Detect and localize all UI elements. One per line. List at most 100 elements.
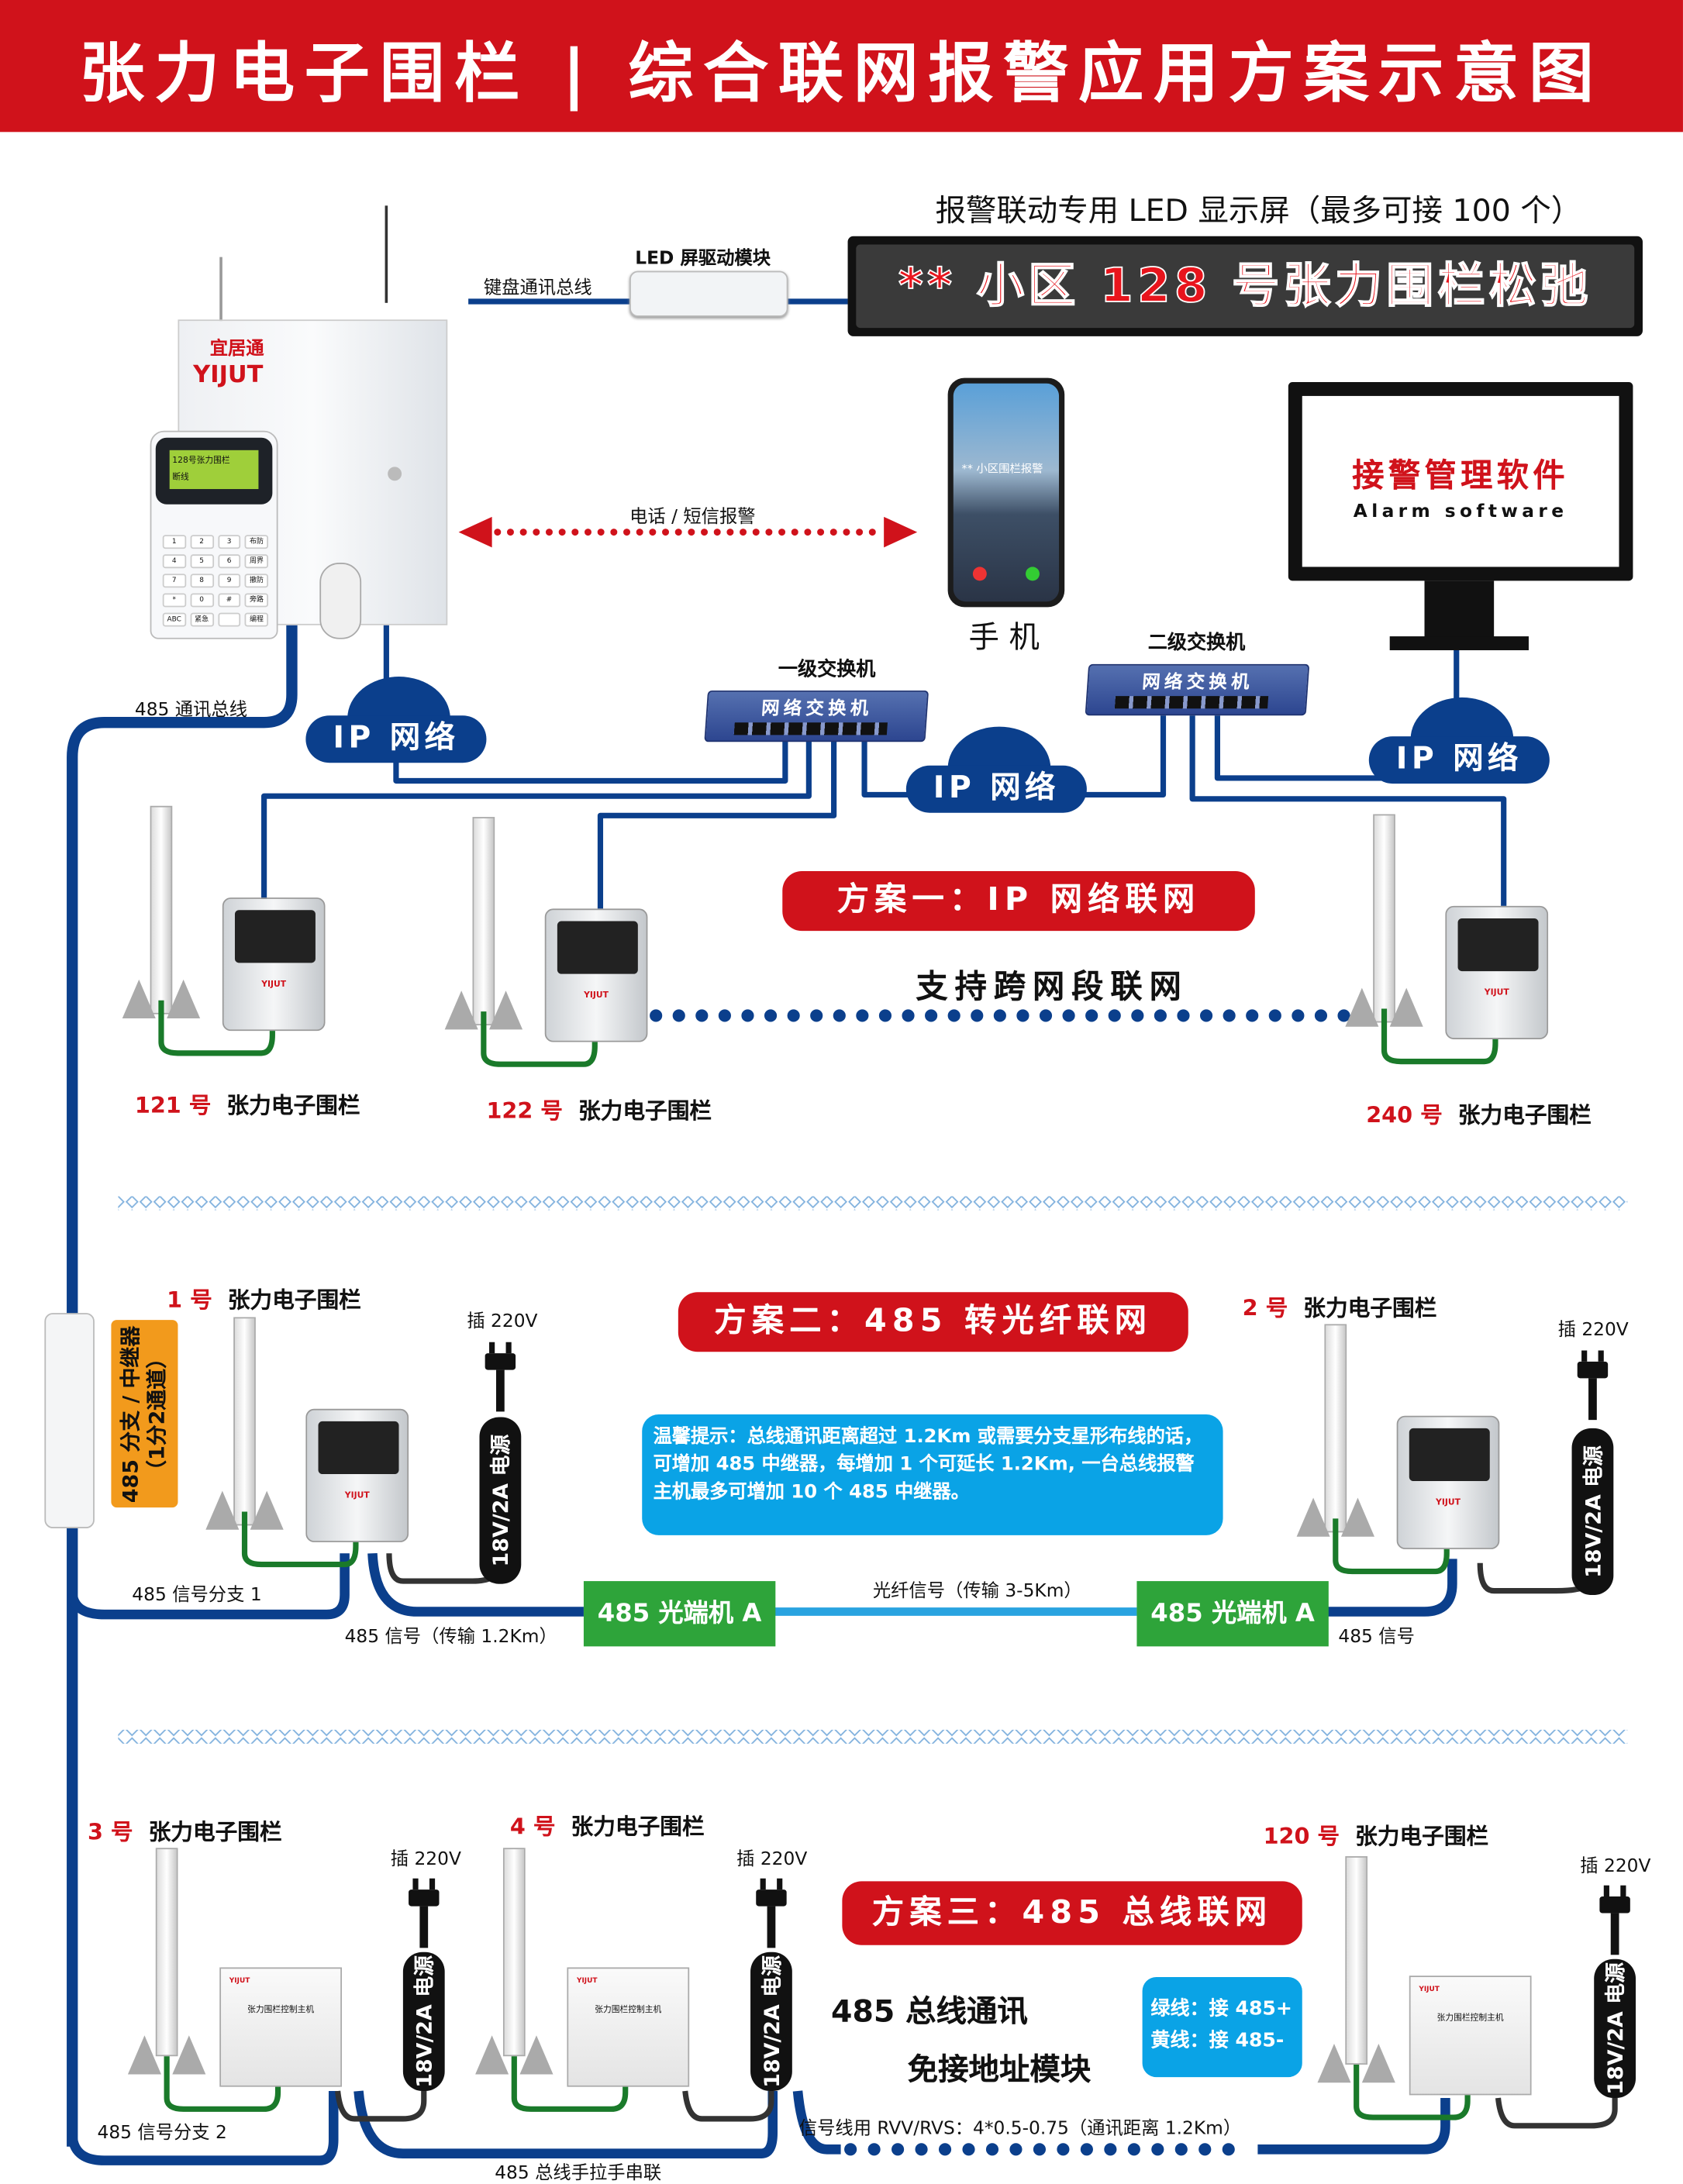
monitor-base: [1389, 636, 1529, 650]
wiring-legend: 绿线：接 485+ 黄线：接 485-: [1142, 1977, 1302, 2078]
link-label: 电话 / 短信报警: [629, 507, 756, 529]
monitor-subtitle: Alarm software: [1353, 501, 1568, 523]
ground-cable: [158, 1000, 275, 1056]
485-repeater-module: [44, 1313, 95, 1528]
power-supply-label: 18V/2A 电源: [759, 1955, 785, 2088]
accept-call-icon: [1026, 567, 1040, 581]
fence-label-2: 2 号 张力电子围栏: [1242, 1294, 1437, 1321]
ip-cloud-3: IP 网络: [1368, 697, 1550, 787]
optic-unit-right: 485 光端机 A: [1136, 1581, 1329, 1647]
switch1-to-cloud2-line: [861, 740, 925, 798]
keypad-key: 9: [217, 574, 241, 588]
plug-label: 插 220V: [1580, 1856, 1651, 1877]
ground-cable: [511, 2056, 629, 2112]
ground-cable: [1354, 2064, 1471, 2120]
fence-label-3: 3 号 张力电子围栏: [87, 1818, 282, 1845]
antenna-icon: [385, 205, 388, 303]
fence-unit-121: YIJUT: [122, 805, 331, 1084]
plug-label: 插 220V: [390, 1849, 461, 1870]
scheme3-line2: 免接地址模块: [907, 2053, 1092, 2089]
branch2-label: 485 信号分支 2: [97, 2123, 227, 2144]
fence-unit-4: YIJUT 张力围栏控制主机: [475, 1848, 690, 2126]
power-cord: [1495, 2097, 1618, 2129]
ground-cable: [1333, 1518, 1450, 1575]
fence-label-121: 121 号 张力电子围栏: [134, 1092, 360, 1119]
controller-name: 张力围栏控制主机: [595, 2004, 662, 2015]
power-cord: [335, 2090, 427, 2122]
switch2-to-fence240-line: [1189, 715, 1507, 906]
controller-display: [557, 921, 638, 974]
controller-name: 张力围栏控制主机: [247, 2004, 315, 2015]
ground-cable: [1381, 1008, 1498, 1065]
controller-brand: YIJUT: [229, 1977, 250, 1986]
fence-controller: YIJUT: [305, 1408, 409, 1542]
controller-brand: YIJUT: [344, 1490, 370, 1501]
fence-unit-240: YIJUT: [1345, 814, 1554, 1093]
keyboard-bus-label: 键盘通讯总线: [483, 277, 592, 299]
antenna-icon: [219, 257, 222, 327]
post-bracket: [127, 2035, 161, 2075]
fence-label-4: 4 号 张力电子围栏: [509, 1813, 705, 1840]
power-supply-label: 18V/2A 电源: [1581, 1445, 1606, 1578]
branch1-line: [67, 1528, 350, 1620]
keypad-key: 周界: [244, 554, 268, 569]
branch2-line: [67, 2084, 339, 2165]
branch1-label: 485 信号分支 1: [132, 1585, 262, 1607]
power-supply: 18V/2A 电源: [750, 1951, 792, 2092]
post-bracket: [1361, 2044, 1395, 2083]
keypad-key: 布防: [244, 535, 268, 549]
power-supply-label: 18V/2A 电源: [488, 1434, 514, 1567]
keypad-key: 4: [162, 554, 186, 569]
led-driver-label: LED 屏驱动模块: [635, 248, 771, 270]
decline-call-icon: [972, 567, 987, 581]
fence-unit-1: YIJUT: [205, 1317, 414, 1595]
led-message: ** 小区 128 号张力围栏松弛: [856, 244, 1635, 329]
ports-icon: [733, 722, 888, 735]
post-bracket: [205, 1490, 240, 1530]
switch1-to-fence122-line: [597, 740, 837, 909]
cloud2-to-switch2-line: [1081, 715, 1167, 798]
keypad-key: 紧急: [190, 612, 214, 627]
controller-brand: YIJUT: [261, 979, 287, 990]
switch1-label: 一级交换机: [778, 658, 876, 681]
ground-cable: [164, 2056, 281, 2112]
scheme1-title: 方案一：IP 网络联网: [782, 871, 1255, 932]
ground-cable: [481, 1011, 598, 1067]
chain-line-2: [792, 2090, 1450, 2155]
fence-post: [1345, 1856, 1368, 2065]
fence-controller: YIJUT 张力围栏控制主机: [219, 1967, 343, 2087]
signal-label: 485 信号（传输 1.2Km）: [344, 1627, 557, 1648]
post-bracket: [1389, 987, 1423, 1027]
ip-cloud-2: IP 网络: [905, 726, 1087, 816]
keypad-key: #: [217, 593, 241, 608]
post-bracket: [1345, 987, 1379, 1027]
fence-controller: YIJUT: [222, 897, 326, 1032]
keypad-key: 撤防: [244, 574, 268, 588]
controller-brand: YIJUT: [576, 1977, 598, 1986]
phone: ** 小区围栏报警: [947, 377, 1065, 608]
repeater-label-box: 485 分支 / 中继器（1分2通道）: [111, 1320, 178, 1508]
chain-label: 485 总线手拉手串联: [495, 2163, 662, 2184]
plug-label: 插 220V: [736, 1849, 808, 1870]
ground-cable: [241, 1511, 359, 1568]
led-driver-module: [629, 270, 788, 317]
controller-display: [1409, 1428, 1490, 1482]
keypad-key: 2: [190, 535, 214, 549]
fence-controller: YIJUT: [544, 908, 648, 1042]
fence-post: [155, 1848, 178, 2057]
cloud-label: IP 网络: [333, 721, 460, 756]
post-bracket: [1296, 1497, 1330, 1537]
phone-label: 手 机: [968, 621, 1040, 656]
485-main-bus: [67, 625, 298, 2147]
monitor: 接警管理软件 Alarm software: [1288, 381, 1633, 581]
post-bracket: [444, 990, 478, 1030]
power-plug-icon: [756, 1878, 787, 1948]
keypad-key: [217, 612, 241, 627]
led-caption: 报警联动专用 LED 显示屏（最多可接 100 个）: [935, 194, 1582, 229]
controller-display: [318, 1421, 399, 1475]
keypad-key: 编程: [244, 612, 268, 627]
